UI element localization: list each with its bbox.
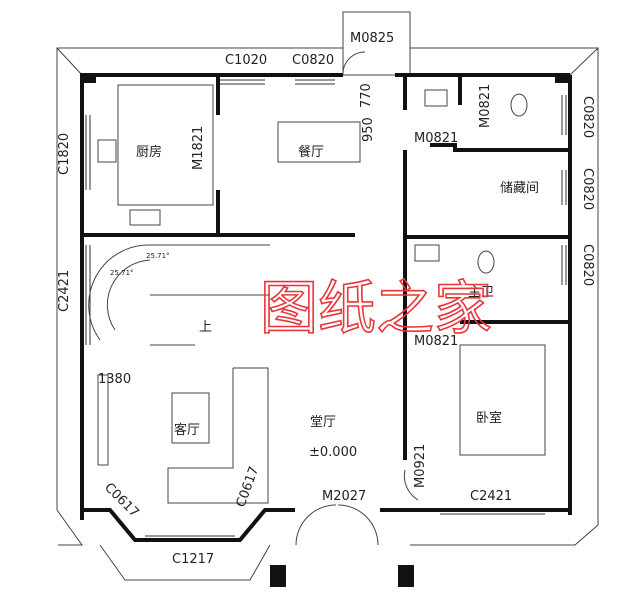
door-label-bedroom: M0921 [413,444,428,488]
window-label-C0820: C0820 [580,168,595,210]
columns [82,75,570,587]
room-label-dining: 餐厅 [298,144,324,160]
sink-icon [97,139,117,163]
stove-icon [129,209,161,226]
stair-angle: 25.71° [146,252,170,260]
kitchen-counter [117,84,214,206]
furniture [88,51,546,546]
dim-770: 770 [359,83,374,108]
stair-up-label: 上 [199,320,212,335]
door-swing [342,51,366,76]
window-label-C0820: C0820 [580,244,595,286]
coffee-table [171,392,210,444]
stair-treads [150,244,270,346]
room-label-bedroom: 卧室 [476,410,502,426]
door-label-main: M2027 [322,489,366,504]
window-label-C1020: C1020 [225,53,267,68]
eave-outline [56,11,599,581]
dim-1380: 1380 [98,372,131,387]
window-lines [85,79,567,537]
sofa [167,367,269,504]
window-label-C1820: C1820 [57,133,72,175]
stair-angle: 25.71° [110,269,134,277]
door-label-storage: M0821 [414,131,458,146]
window-label-C1217: C1217 [172,552,214,567]
basin-icon [414,244,440,262]
window-label-C2421: C2421 [57,270,72,312]
room-label-hall: 堂厅 [310,415,336,430]
basin-icon [424,89,448,107]
window-label-C0820: C0820 [292,53,334,68]
dim-950: 950 [361,117,376,142]
window-label-bedroom: C2421 [470,489,512,504]
window-label-C0820: C0820 [580,96,595,138]
room-label-living: 客厅 [174,422,200,438]
spiral-stair [88,244,151,341]
room-label-storage: 储藏间 [500,181,539,196]
toilet-icon [510,93,528,117]
watermark: 图纸之家 [260,274,492,342]
room-label-kitchen: 厨房 [136,144,162,160]
window-label-bay-left: C0617 [101,480,141,520]
walls [80,73,572,542]
level-mark: ±0.000 [309,445,357,460]
door-label-M0825: M0825 [350,31,394,46]
toilet-icon [477,250,495,274]
tv-cabinet [97,374,109,466]
door-label-M1821: M1821 [191,126,206,170]
door-label-bath: M0821 [414,334,458,349]
room-label-bath: 主卫 [468,285,494,300]
bed [459,344,546,456]
dining-table [277,121,361,163]
door-label-toilet: M0821 [478,84,493,128]
